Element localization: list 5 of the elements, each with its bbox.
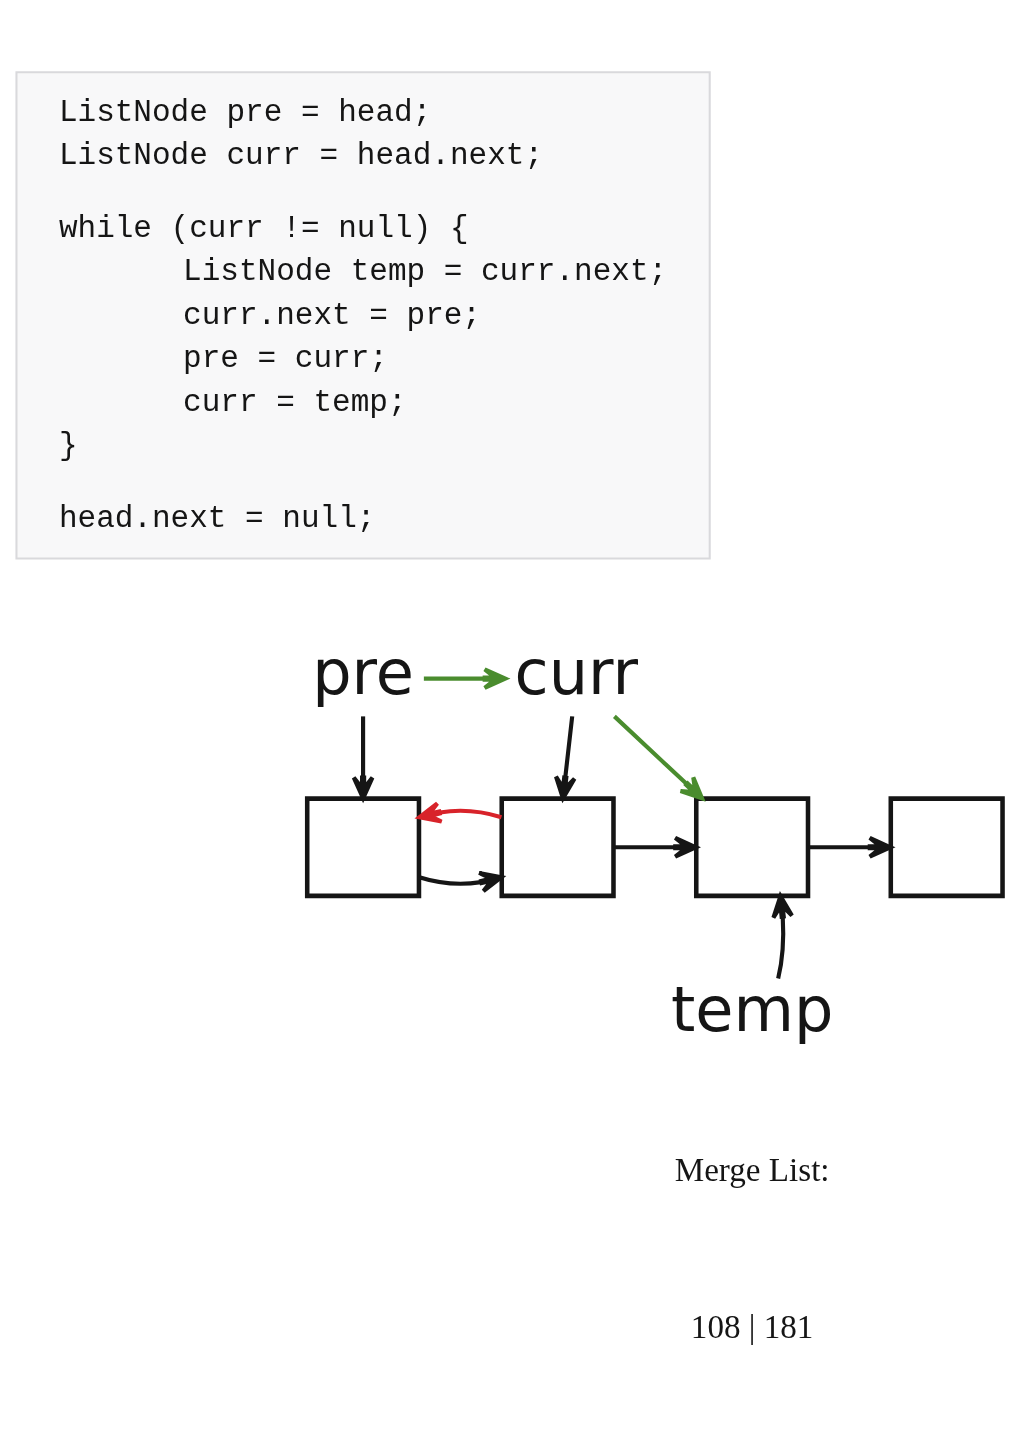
node-text: pre: [312, 636, 414, 710]
label: 108 | 181: [690, 1308, 814, 1346]
node-text: temp: [670, 973, 834, 1047]
label: Merge List:: [674, 1151, 830, 1189]
node-text: curr: [514, 636, 638, 710]
